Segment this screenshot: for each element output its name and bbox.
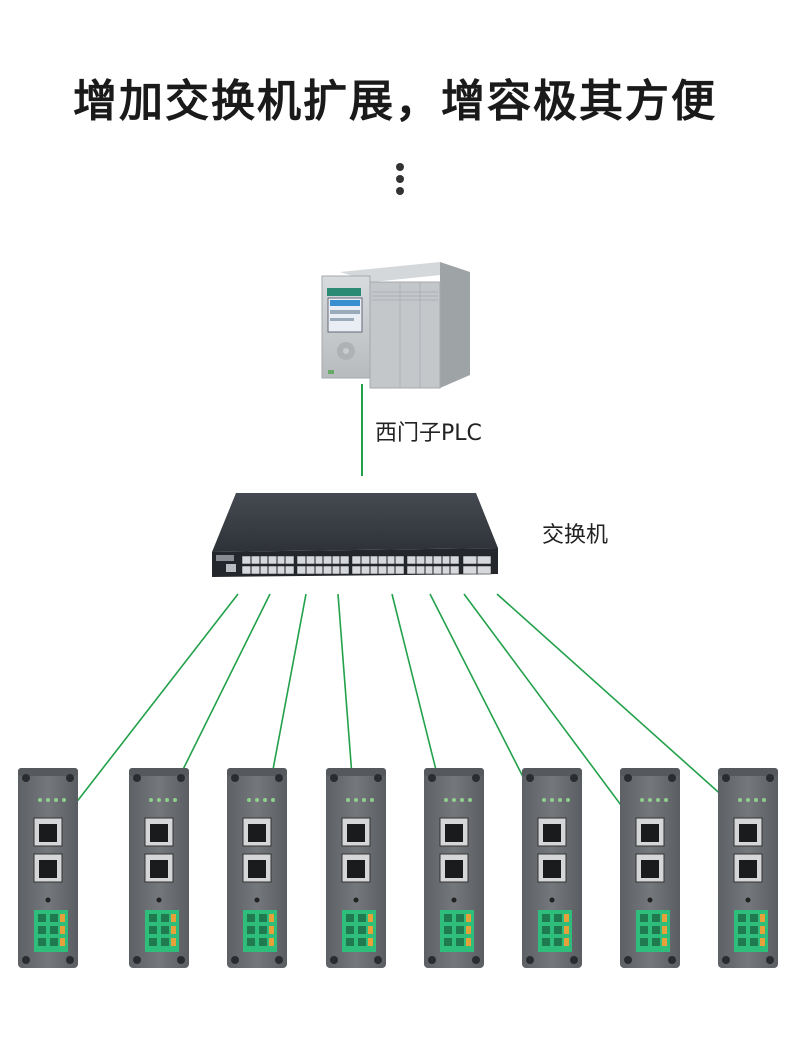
io-module-8 <box>717 767 779 969</box>
page-title: 增加交换机扩展，增容极其方便 <box>73 76 717 127</box>
switch-label: 交换机 <box>542 523 609 548</box>
ethernet-switch <box>212 493 498 577</box>
io-module-2 <box>128 767 190 969</box>
ellipsis-icon <box>390 163 410 199</box>
io-module-6 <box>521 767 583 969</box>
io-module-3 <box>226 767 288 969</box>
plc-device <box>321 262 470 389</box>
io-module-7 <box>619 767 681 969</box>
plc-label: 西门子PLC <box>375 421 482 446</box>
io-module-5 <box>423 767 485 969</box>
io-module-1 <box>17 767 79 969</box>
io-module-4 <box>325 767 387 969</box>
